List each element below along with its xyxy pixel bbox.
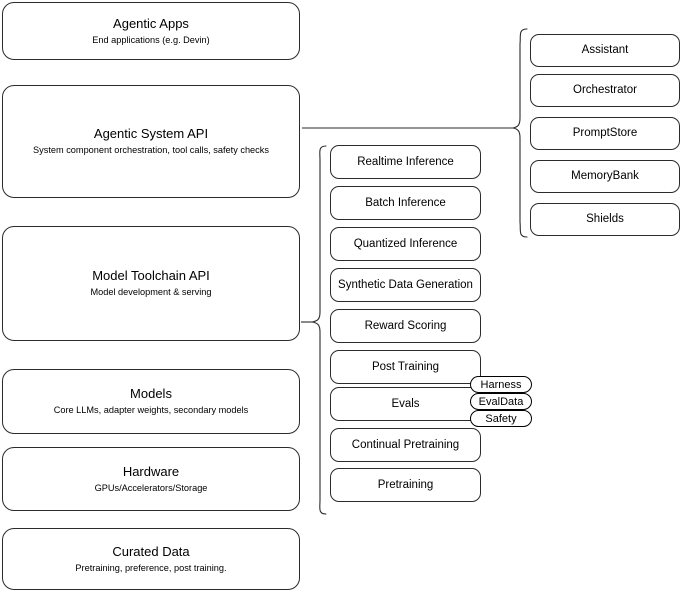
layer-box-agentic-system-api[interactable]: Agentic System API System component orch… (2, 85, 300, 198)
toolchain-label: Continual Pretraining (351, 438, 460, 451)
toolchain-box-post-training[interactable]: Post Training (330, 350, 481, 384)
toolchain-box-quantized-inference[interactable]: Quantized Inference (330, 227, 481, 261)
toolchain-box-continual-pretraining[interactable]: Continual Pretraining (330, 428, 481, 462)
layer-subtitle: GPUs/Accelerators/Storage (94, 482, 208, 493)
layer-title: Curated Data (112, 543, 190, 559)
toolchain-label: Batch Inference (365, 196, 446, 209)
layer-box-models[interactable]: Models Core LLMs, adapter weights, secon… (2, 369, 300, 434)
toolchain-box-pretraining[interactable]: Pretraining (330, 468, 481, 502)
system-box-memorybank[interactable]: MemoryBank (530, 160, 680, 193)
layer-subtitle: End applications (e.g. Devin) (92, 34, 210, 45)
system-box-orchestrator[interactable]: Orchestrator (530, 74, 680, 107)
system-label: Assistant (581, 44, 629, 57)
layer-subtitle: System component orchestration, tool cal… (33, 145, 269, 156)
layer-box-model-toolchain-api[interactable]: Model Toolchain API Model development & … (2, 226, 300, 341)
toolchain-label: Quantized Inference (353, 237, 458, 250)
layer-box-agentic-apps[interactable]: Agentic Apps End applications (e.g. Devi… (2, 2, 300, 60)
layer-title: Models (130, 386, 172, 402)
system-label: PromptStore (572, 127, 638, 140)
toolchain-label: Synthetic Data Generation (338, 278, 473, 291)
layer-box-hardware[interactable]: Hardware GPUs/Accelerators/Storage (2, 447, 300, 511)
layer-title: Model Toolchain API (92, 268, 210, 284)
toolchain-label: Post Training (371, 360, 440, 373)
pill-label: Harness (480, 378, 522, 391)
system-label: Orchestrator (573, 84, 637, 97)
toolchain-label: Pretraining (377, 478, 434, 491)
evals-pill-safety[interactable]: Safety (470, 410, 532, 427)
system-box-shields[interactable]: Shields (530, 203, 680, 236)
system-box-promptstore[interactable]: PromptStore (530, 117, 680, 150)
toolchain-box-synthetic-data-generation[interactable]: Synthetic Data Generation (330, 268, 481, 302)
toolchain-box-realtime-inference[interactable]: Realtime Inference (330, 145, 481, 179)
toolchain-label: Reward Scoring (364, 319, 447, 332)
layer-title: Agentic Apps (113, 15, 189, 31)
toolchain-box-reward-scoring[interactable]: Reward Scoring (330, 309, 481, 343)
pill-label: Safety (485, 412, 517, 425)
layer-subtitle: Core LLMs, adapter weights, secondary mo… (53, 405, 249, 416)
toolchain-box-evals[interactable]: Evals (330, 387, 481, 421)
layer-subtitle: Model development & serving (90, 287, 212, 298)
system-box-assistant[interactable]: Assistant (530, 34, 680, 67)
layer-title: Agentic System API (93, 126, 209, 142)
system-label: MemoryBank (571, 170, 639, 183)
evals-pill-evaldata[interactable]: EvalData (470, 393, 532, 410)
system-label: Shields (586, 213, 624, 226)
toolchain-box-batch-inference[interactable]: Batch Inference (330, 186, 481, 220)
layer-box-curated-data[interactable]: Curated Data Pretraining, preference, po… (2, 528, 300, 590)
layer-subtitle: Pretraining, preference, post training. (75, 562, 227, 573)
toolchain-label: Realtime Inference (357, 155, 454, 168)
toolchain-label: Evals (391, 397, 420, 410)
pill-label: EvalData (478, 395, 524, 408)
evals-pill-harness[interactable]: Harness (470, 376, 532, 393)
layer-title: Hardware (122, 463, 180, 479)
